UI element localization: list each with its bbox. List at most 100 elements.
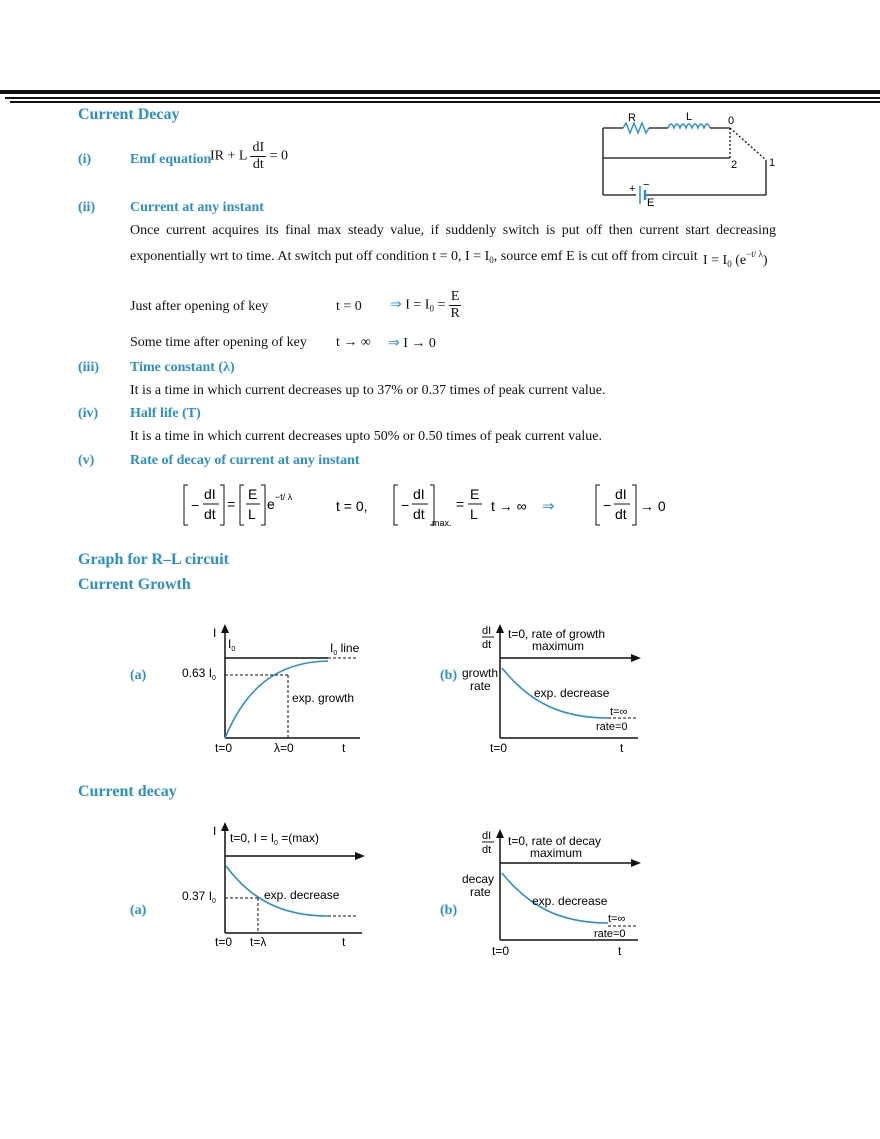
growth-rate-graph: dI dt t=0, rate of growth maximum growth… [462, 624, 641, 755]
decay-a-title: t=0, I = I0 =(max) [230, 831, 319, 847]
heading-current-growth: Current Growth [78, 576, 191, 593]
header-rule-thick [0, 90, 880, 94]
growth-a-lambda: λ=0 [274, 741, 294, 755]
growth-b-title1: t=0, rate of growth [508, 627, 605, 641]
inductor-symbol [667, 123, 711, 130]
growth-a-curve-label: exp. growth [292, 691, 354, 705]
emf-left: IR + L [210, 148, 247, 164]
heading-current-decay-2: Current decay [78, 783, 177, 800]
rate-L-1: L [248, 506, 256, 522]
decay-formula-b: (e [731, 253, 747, 268]
item-v-label: Rate of decay of current at any instant [130, 453, 360, 468]
decay-b-tag: (b) [440, 903, 458, 918]
decay-a-curve-label: exp. decrease [264, 888, 340, 902]
decay-b-side2: rate [470, 885, 491, 899]
decay-a-tag: (a) [130, 903, 147, 918]
rate-t0: t = 0, [336, 498, 368, 514]
growth-a-I0: I0 [228, 637, 235, 653]
label-node-0: 0 [728, 115, 734, 127]
growth-a-line-label: I0 line [330, 641, 360, 657]
rate-max-sub: max. [432, 518, 452, 528]
decay-b-side1: decay [462, 872, 494, 886]
rate-minus-3: − [603, 497, 611, 513]
rate-E-2: E [470, 486, 479, 502]
rate-dt-1: dt [204, 506, 216, 522]
growth-b-yd: dt [482, 639, 491, 651]
rate-exp-sup: −t/ λ [275, 492, 293, 502]
decay-rate-graph: dI dt t=0, rate of decay maximum decay r… [462, 829, 641, 958]
key-row-2-t: t → ∞ [336, 335, 371, 350]
header-rule-1 [5, 97, 880, 99]
decay-formula-sup: −t/ λ [746, 249, 763, 259]
decay-a-y: I [213, 824, 216, 838]
growth-b-t0: t=0 [490, 741, 507, 755]
decay-b-title2: maximum [530, 846, 582, 860]
growth-a-value: 0.63 I0 [182, 666, 216, 682]
header-rule-2 [10, 101, 880, 103]
paragraph-line-2: exponentially wrt to time. At switch put… [130, 249, 698, 265]
decay-a-tl: t=λ [250, 935, 266, 949]
emf-num: dI [250, 140, 267, 157]
key-row-1-t: t = 0 [336, 299, 362, 314]
rate-dI-1: dI [204, 486, 216, 502]
rate-dI-2: dI [413, 486, 425, 502]
key-row-1-eq-a: I = I [405, 297, 430, 313]
emf-den: dt [252, 157, 264, 172]
paragraph-line-2-sub: 0 [489, 255, 494, 265]
paragraph-line-2-text-b: , source emf E is cut off from circuit [493, 249, 698, 264]
key-row-2-eq: ⇒ I → 0 [388, 335, 436, 352]
growth-curve [224, 660, 329, 739]
label-E: E [647, 197, 654, 208]
resistor-symbol [622, 121, 650, 135]
growth-b-tag: (b) [440, 668, 458, 683]
growth-current-graph: I I0 I0 line 0.63 I0 exp. growth t=0 λ=0… [182, 624, 360, 755]
key-row-1-sub: 0 [429, 303, 434, 314]
rate-exp-base: e [267, 496, 275, 512]
rate-tinf: t → ∞ [491, 498, 527, 514]
growth-a-tag: (a) [130, 668, 147, 683]
growth-b-side1: growth [462, 666, 498, 680]
item-iii-label: Time constant (λ) [130, 360, 235, 375]
item-ii-label: Current at any instant [130, 200, 264, 215]
decay-b-curve-label: exp. decrease [532, 894, 608, 908]
rate-arrow: ⇒ [542, 498, 555, 515]
key-row-1-text: Just after opening of key [130, 299, 269, 314]
rate-minus-1: − [191, 497, 199, 513]
paragraph-line-2-text: exponentially wrt to time. At switch put… [130, 249, 490, 264]
item-iv-label: Half life (T) [130, 406, 201, 421]
rate-eq-2: = [456, 496, 464, 512]
item-iii-text: It is a time in which current decreases … [130, 383, 606, 398]
decay-a-value: 0.37 I0 [182, 889, 216, 905]
growth-a-y: I [213, 626, 216, 640]
growth-a-t: t [342, 741, 346, 755]
label-node-1: 1 [769, 157, 775, 169]
emf-right: = 0 [269, 148, 289, 164]
label-L: L [686, 111, 692, 123]
item-ii-number: (ii) [78, 200, 96, 215]
key-row-2-arrow: ⇒ [388, 336, 400, 351]
rate-to0: → 0 [640, 498, 666, 514]
rate-minus-2: − [401, 497, 409, 513]
label-node-2: 2 [731, 159, 737, 171]
growth-b-tinf: t=∞ [610, 706, 627, 718]
heading-graph-rl: Graph for R–L circuit [78, 551, 229, 568]
key-row-1-arrow: ⇒ [390, 297, 402, 313]
rate-E-1: E [248, 486, 257, 502]
decay-formula-a: I = I [703, 253, 728, 268]
decay-b-rate0: rate=0 [594, 928, 626, 940]
growth-b-t: t [620, 741, 624, 755]
item-i-label: Emf equation [130, 152, 212, 167]
rate-eq-1: = [227, 496, 235, 512]
growth-b-side2: rate [470, 679, 491, 693]
decay-current-graph: I t=0, I = I0 =(max) 0.37 I0 exp. decrea… [182, 822, 365, 949]
rl-circuit-diagram: R L 0 1 2 + − E [602, 111, 775, 208]
rate-dt-2: dt [413, 506, 425, 522]
decay-formula: I = I0 (e−t/ λ) [703, 249, 768, 269]
key-row-1-den: R [450, 306, 460, 321]
decay-b-t: t [618, 944, 622, 958]
rate-dt-3: dt [615, 506, 627, 522]
label-plus: + [629, 183, 635, 195]
